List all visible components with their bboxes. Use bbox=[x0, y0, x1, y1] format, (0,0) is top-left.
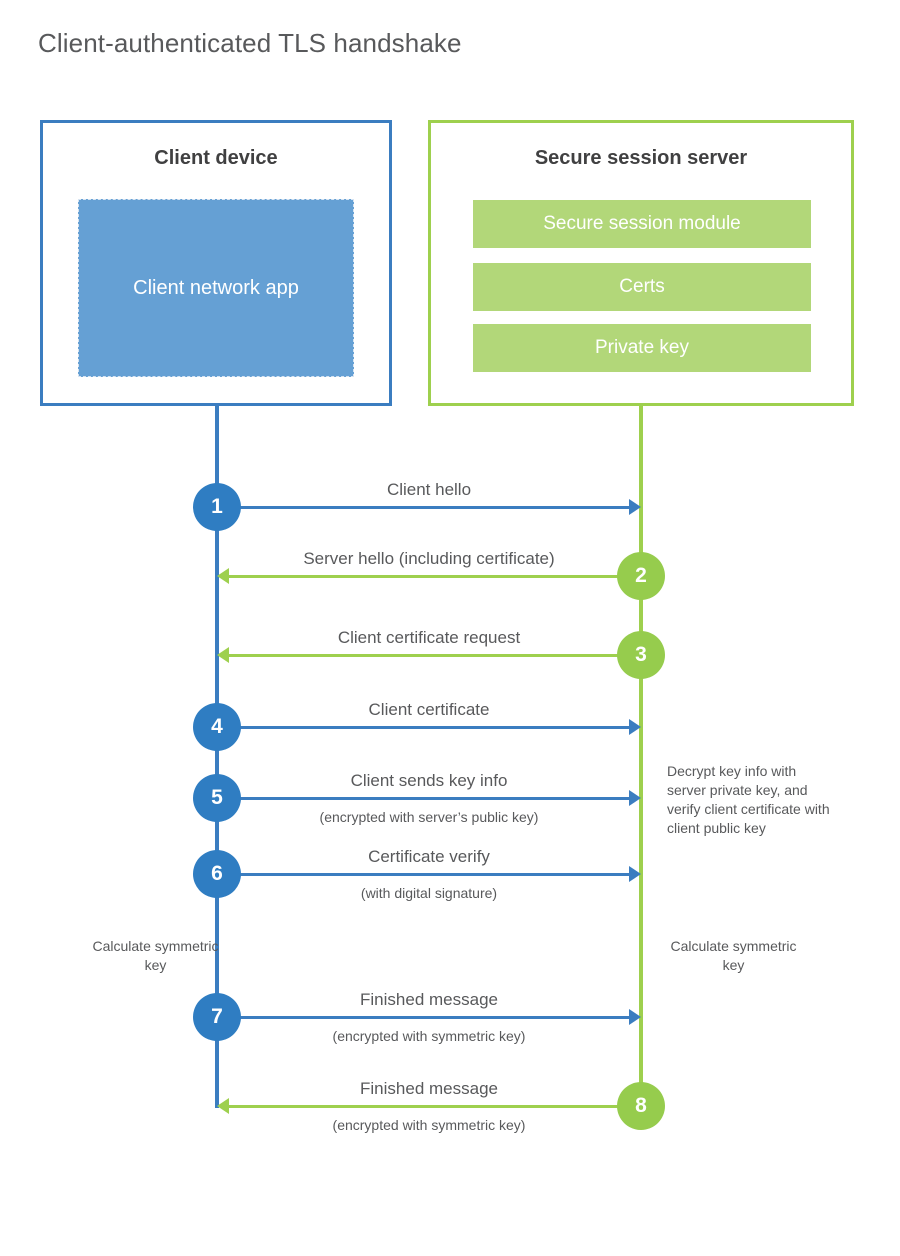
server-module-private-key: Private key bbox=[473, 324, 811, 372]
client-calculate-symmetric-key-note: Calculate symmetric key bbox=[92, 938, 219, 973]
message-sublabel-5: (encrypted with server’s public key) bbox=[319, 809, 539, 825]
message-arrowhead-3 bbox=[217, 647, 229, 663]
step-badge-4[interactable]: 4 bbox=[193, 703, 241, 751]
server-module-secure-session-module: Secure session module bbox=[473, 200, 811, 248]
message-sublabel-8: (encrypted with symmetric key) bbox=[332, 1117, 526, 1133]
message-arrow-shaft-4 bbox=[217, 726, 631, 729]
message-arrow-shaft-5 bbox=[217, 797, 631, 800]
server-decrypt-note: Decrypt key info with server private key… bbox=[667, 763, 830, 836]
message-arrowhead-1 bbox=[629, 499, 641, 515]
message-label-5: Client sends key info bbox=[350, 771, 508, 790]
step-badge-7[interactable]: 7 bbox=[193, 993, 241, 1041]
message-label-2: Server hello (including certificate) bbox=[303, 549, 555, 568]
message-arrow-shaft-1 bbox=[217, 506, 631, 509]
message-arrowhead-5 bbox=[629, 790, 641, 806]
step-badge-3[interactable]: 3 bbox=[617, 631, 665, 679]
secure-session-server-box: Secure session server Secure session mod… bbox=[428, 120, 854, 406]
message-arrowhead-7 bbox=[629, 1009, 641, 1025]
message-label-6: Certificate verify bbox=[368, 847, 490, 866]
step-badge-6[interactable]: 6 bbox=[193, 850, 241, 898]
message-label-8: Finished message bbox=[360, 1079, 498, 1098]
message-sublabel-6: (with digital signature) bbox=[360, 885, 498, 901]
message-label-4: Client certificate bbox=[368, 700, 490, 719]
secure-session-server-title: Secure session server bbox=[534, 147, 748, 169]
page-title: Client-authenticated TLS handshake bbox=[38, 28, 462, 58]
message-arrow-shaft-8 bbox=[227, 1105, 641, 1108]
message-sublabel-7: (encrypted with symmetric key) bbox=[332, 1028, 526, 1044]
server-calculate-symmetric-key-note: Calculate symmetric key bbox=[670, 938, 797, 973]
client-device-box: Client device Client network app bbox=[40, 120, 392, 406]
step-badge-1[interactable]: 1 bbox=[193, 483, 241, 531]
message-arrowhead-6 bbox=[629, 866, 641, 882]
message-arrowhead-8 bbox=[217, 1098, 229, 1114]
message-arrow-shaft-6 bbox=[217, 873, 631, 876]
message-label-7: Finished message bbox=[360, 990, 498, 1009]
message-label-1: Client hello bbox=[386, 480, 472, 499]
server-module-certs: Certs bbox=[473, 263, 811, 311]
message-arrowhead-2 bbox=[217, 568, 229, 584]
server-lifeline bbox=[639, 403, 643, 1108]
message-label-3: Client certificate request bbox=[337, 628, 521, 647]
message-arrow-shaft-3 bbox=[227, 654, 641, 657]
client-network-app-block: Client network app bbox=[78, 199, 354, 377]
message-arrow-shaft-2 bbox=[227, 575, 641, 578]
step-badge-5[interactable]: 5 bbox=[193, 774, 241, 822]
message-arrow-shaft-7 bbox=[217, 1016, 631, 1019]
client-device-title: Client device bbox=[154, 147, 278, 169]
message-arrowhead-4 bbox=[629, 719, 641, 735]
step-badge-8[interactable]: 8 bbox=[617, 1082, 665, 1130]
step-badge-2[interactable]: 2 bbox=[617, 552, 665, 600]
client-lifeline bbox=[215, 403, 219, 1108]
